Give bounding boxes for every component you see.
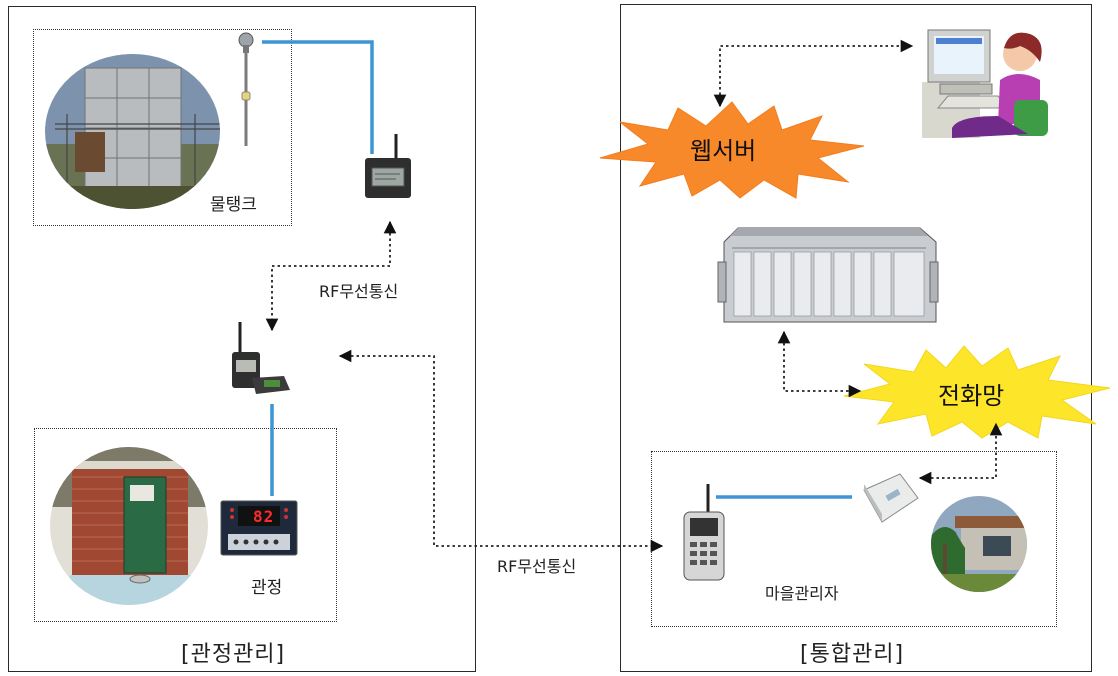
server-rack-icon [717, 227, 939, 323]
water-tank-label: 물탱크 [210, 195, 257, 215]
display-reading: 82 [253, 507, 275, 526]
phone-network-label: 전화망 [938, 382, 1005, 410]
well-house-photo [50, 447, 208, 605]
right-panel-title: [통합관리] [800, 642, 905, 667]
rf-controller-icon [232, 322, 290, 394]
web-server-label: 웹서버 [690, 137, 757, 165]
rf-label-lower: RF무선통신 [497, 557, 577, 576]
well-label: 관정 [251, 578, 283, 598]
web-server-burst [599, 101, 865, 199]
modem-icon [863, 473, 919, 523]
right-panel-frame [620, 4, 1092, 672]
handheld-terminal-icon [683, 484, 725, 581]
rf-transmitter-icon [365, 134, 411, 198]
computer-user-icon [922, 29, 1048, 138]
village-manager-label: 마을관리자 [765, 584, 839, 603]
well-box [34, 428, 337, 622]
left-panel-title: [관정관리] [181, 642, 286, 667]
digital-display-icon [220, 500, 298, 556]
left-panel-frame [8, 6, 476, 672]
level-sensor-icon [238, 32, 254, 146]
water-tank-box [33, 29, 292, 226]
